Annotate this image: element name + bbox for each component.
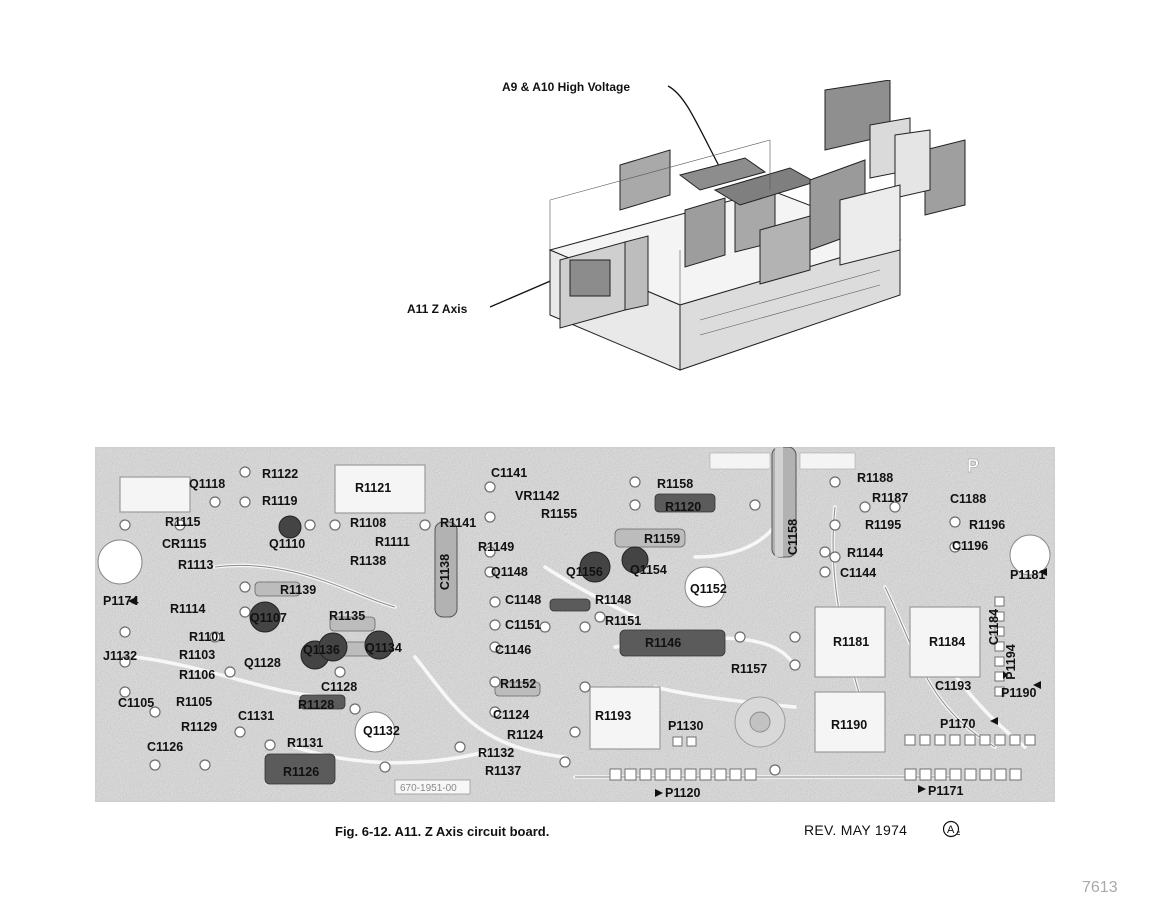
board-label-c1138: C1138: [438, 554, 452, 590]
board-label-q1152: Q1152: [690, 582, 727, 596]
callout-high-voltage: A9 & A10 High Voltage: [502, 80, 631, 94]
board-label-r1108: R1108: [350, 516, 386, 530]
board-label-c1126: C1126: [147, 740, 183, 754]
board-label-p1130: P1130: [668, 719, 704, 733]
board-label-r1106: R1106: [179, 668, 215, 682]
revision-mark-letter: A: [947, 824, 955, 836]
board-label-c1151: C1151: [505, 618, 541, 632]
board-label-r1141: R1141: [440, 516, 476, 530]
board-label-r1131: R1131: [287, 736, 323, 750]
board-label-r1155: R1155: [541, 507, 577, 521]
board-label-r1119: R1119: [262, 494, 298, 508]
board-label-r1190: R1190: [831, 718, 867, 732]
board-label-j1132: J1132: [103, 649, 137, 663]
board-label-r1193: R1193: [595, 709, 631, 723]
board-label-p1181: P1181: [1010, 568, 1046, 582]
board-label-q1132: Q1132: [363, 724, 400, 738]
board-label-r1188: R1188: [857, 471, 893, 485]
board-label-r1137: R1137: [485, 764, 521, 778]
board-label-p1190: P1190: [1001, 686, 1037, 700]
board-label-r1111: R1111: [375, 535, 410, 549]
board-label-r1138: R1138: [350, 554, 386, 568]
board-label-c1188: C1188: [950, 492, 986, 506]
board-label-r1159: R1159: [644, 532, 680, 546]
board-label-r1157: R1157: [731, 662, 767, 676]
board-label-p1171: P1171: [928, 784, 964, 798]
revision-date: REV. MAY 1974: [804, 822, 908, 838]
board-label-vr1142: VR1142: [515, 489, 560, 503]
board-label-c1146: C1146: [495, 643, 531, 657]
board-label-q1136: Q1136: [303, 643, 340, 657]
board-label-c1148: C1148: [505, 593, 541, 607]
board-label-q1118: Q1118: [189, 477, 225, 491]
board-label-r1196: R1196: [969, 518, 1005, 532]
board-label-r1195: R1195: [865, 518, 901, 532]
board-label-r1115: R1115: [165, 515, 201, 529]
board-label-cr1115: CR1115: [162, 537, 207, 551]
board-label-r1121: R1121: [355, 481, 391, 495]
board-label-r1184: R1184: [929, 635, 965, 649]
board-label-r1105: R1105: [176, 695, 212, 709]
board-label-r1114: R1114: [170, 602, 206, 616]
board-label-r1132: R1132: [478, 746, 514, 760]
board-label-q1107: Q1107: [250, 611, 287, 625]
board-label-c1141: C1141: [491, 466, 527, 480]
board-label-q1134: Q1134: [365, 641, 402, 655]
board-label-q1154: Q1154: [630, 563, 667, 577]
board-label-r1158: R1158: [657, 477, 693, 491]
board-label-r1139: R1139: [280, 583, 316, 597]
revision-mark-icon: A: [942, 820, 960, 838]
board-label-c1128: C1128: [321, 680, 357, 694]
board-label-p1194: P1194: [1004, 644, 1018, 680]
board-label-r1103: R1103: [179, 648, 215, 662]
svg-text:670-1951-00: 670-1951-00: [400, 783, 457, 794]
board-label-c1144: C1144: [840, 566, 876, 580]
board-label-r1126: R1126: [283, 765, 319, 779]
board-label-c1196: C1196: [952, 539, 988, 553]
board-label-p1174: P1174: [103, 594, 139, 608]
svg-text:P: P: [967, 456, 979, 476]
board-label-c1131: C1131: [238, 709, 274, 723]
board-label-r1128: R1128: [298, 698, 334, 712]
board-label-p1170: P1170: [940, 717, 976, 731]
board-label-r1113: R1113: [178, 558, 214, 572]
board-label-r1120: R1120: [665, 500, 701, 514]
board-label-r1122: R1122: [262, 467, 298, 481]
board-label-r1144: R1144: [847, 546, 883, 560]
board-label-p1120: P1120: [665, 786, 701, 800]
board-label-r1152: R1152: [500, 677, 536, 691]
board-label-q1128: Q1128: [244, 656, 281, 670]
board-label-r1124: R1124: [507, 728, 543, 742]
board-label-c1193: C1193: [935, 679, 971, 693]
board-label-c1124: C1124: [493, 708, 529, 722]
board-label-q1148: Q1148: [491, 565, 528, 579]
page-number: 7613: [1082, 879, 1118, 896]
board-label-r1149: R1149: [478, 540, 514, 554]
board-label-c1158: C1158: [786, 519, 800, 555]
callout-z-axis: A11 Z Axis: [407, 302, 468, 316]
board-label-c1105: C1105: [118, 696, 154, 710]
board-label-r1146: R1146: [645, 636, 681, 650]
board-label-r1101: R1101: [189, 630, 225, 644]
board-label-r1151: R1151: [605, 614, 641, 628]
instrument-assembly-illustration: [548, 80, 966, 371]
board-label-q1156: Q1156: [566, 565, 603, 579]
board-label-r1181: R1181: [833, 635, 869, 649]
board-label-r1187: R1187: [872, 491, 908, 505]
board-label-c1184: C1184: [987, 609, 1001, 645]
board-label-q1110: Q1110: [269, 537, 305, 551]
board-label-r1129: R1129: [181, 720, 217, 734]
board-label-r1148: R1148: [595, 593, 631, 607]
board-label-r1135: R1135: [329, 609, 365, 623]
figure-caption: Fig. 6-12. A11. Z Axis circuit board.: [335, 824, 550, 839]
